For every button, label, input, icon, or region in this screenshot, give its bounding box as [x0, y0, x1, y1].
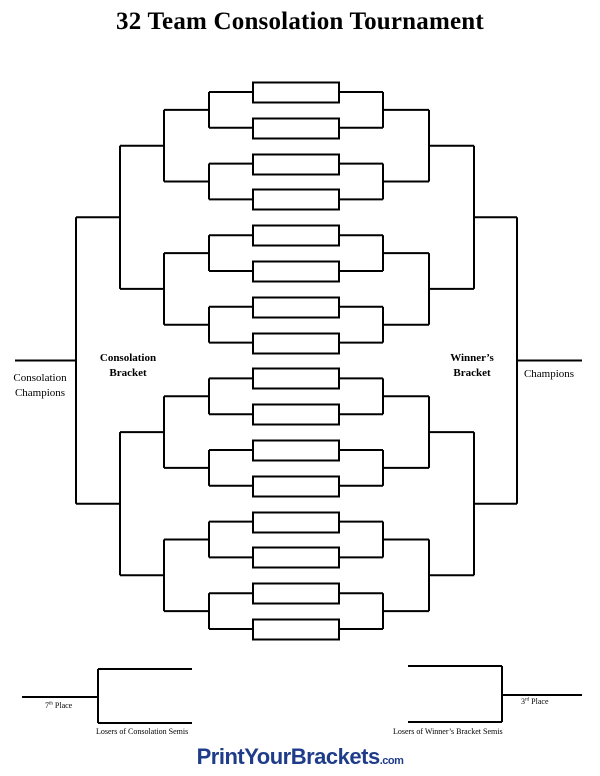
seventh-place-suffix: th: [49, 701, 53, 707]
team-slot-7[interactable]: [252, 296, 340, 319]
consolation-champions-line2: Champions: [14, 387, 66, 399]
team-slot-2[interactable]: [252, 117, 340, 140]
consolation-bracket-label: Consolation Bracket: [88, 351, 168, 381]
consolation-champions-line1: Consolation: [13, 372, 67, 384]
consolation-champions-label: Consolation Champions: [4, 371, 76, 401]
consolation-bracket-label-line1: Consolation: [99, 352, 157, 364]
losers-consolation-semis-label: Losers of Consolation Semis: [96, 727, 189, 736]
team-slot-8[interactable]: [252, 332, 340, 355]
footer-brand-brackets: Brackets: [290, 744, 380, 769]
team-slot-16[interactable]: [252, 618, 340, 641]
footer-brand-print: Print: [196, 744, 245, 769]
team-slot-13[interactable]: [252, 511, 340, 534]
footer-brand: PrintYourBrackets.com: [0, 744, 600, 770]
team-slot-14[interactable]: [252, 546, 340, 569]
team-slot-6[interactable]: [252, 260, 340, 283]
champions-text: Champions: [523, 368, 575, 380]
third-place-text: Place: [529, 697, 549, 706]
team-slot-5[interactable]: [252, 224, 340, 247]
third-place-number: 3: [521, 697, 525, 706]
team-slot-3[interactable]: [252, 153, 340, 176]
seventh-place-label: 7th Place: [45, 701, 72, 710]
page-title: 32 Team Consolation Tournament: [116, 8, 484, 35]
winners-bracket-label: Winner’s Bracket: [432, 351, 512, 381]
winners-bracket-label-line1: Winner’s: [450, 352, 494, 364]
third-place-label: 3rd Place: [521, 697, 549, 706]
team-slot-9[interactable]: [252, 367, 340, 390]
losers-winners-semis-label: Losers of Winner’s Bracket Semis: [393, 727, 503, 736]
footer-brand-your: Your: [244, 744, 291, 769]
champions-label: Champions: [517, 367, 581, 382]
team-slot-4[interactable]: [252, 188, 340, 211]
footer-brand-tld: .com: [379, 755, 404, 767]
seventh-place-number: 7: [45, 701, 49, 710]
seventh-place-text: Place: [52, 701, 73, 710]
consolation-bracket-label-line2: Bracket: [109, 367, 147, 379]
team-slot-15[interactable]: [252, 582, 340, 605]
third-place-suffix: rd: [525, 697, 530, 703]
winners-bracket-label-line2: Bracket: [453, 367, 491, 379]
team-slot-11[interactable]: [252, 439, 340, 462]
team-slot-12[interactable]: [252, 475, 340, 498]
team-slot-1[interactable]: [252, 81, 340, 104]
team-slot-10[interactable]: [252, 403, 340, 426]
